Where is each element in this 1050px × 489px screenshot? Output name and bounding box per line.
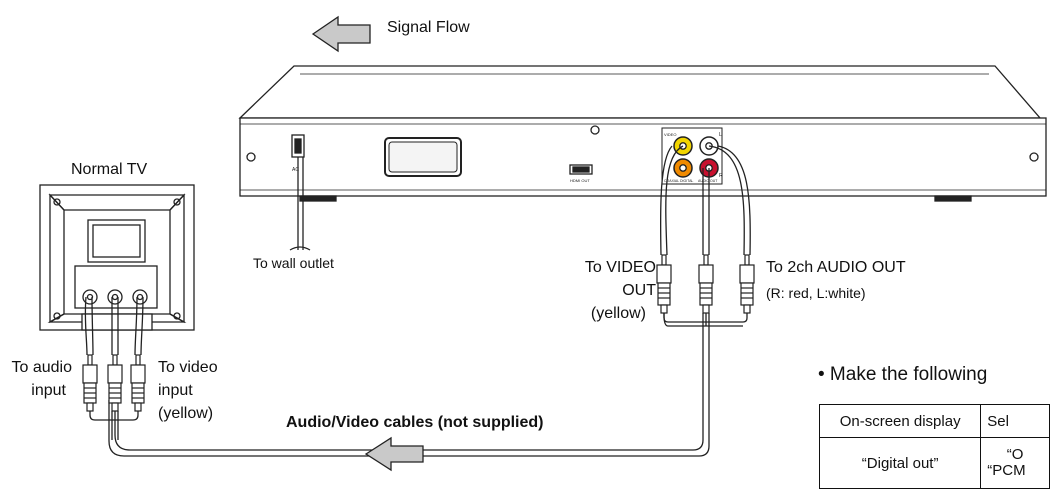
tv-bundle (89, 411, 139, 440)
cables-label: Audio/Video cables (not supplied) (286, 414, 544, 431)
diagram-canvas: AC HDMI OUT VIDEO COAXIAL DIGITAL AUDIO … (39, 15, 1047, 472)
signal-flow-arrow-icon (311, 15, 371, 53)
connection-diagram: AC HDMI OUT VIDEO COAXIAL DIGITAL AUDIO … (11, 15, 1050, 489)
dvd-player-rear (238, 65, 1047, 202)
table-cell-options: “O “PCM (980, 437, 1050, 489)
option-line-2: “PCM (987, 462, 1026, 479)
tv-rear (39, 184, 195, 331)
audio-r-label: R (719, 173, 723, 179)
signal-flow-label: Signal Flow (387, 19, 470, 36)
digital-jack-label: COAXIAL DIGITAL (664, 179, 693, 183)
audio-out-label: AUDIO OUT (698, 179, 718, 183)
normal-tv-label: Normal TV (71, 161, 148, 178)
power-cord (289, 157, 311, 251)
to-audio-out-label-2: (R: red, L:white) (766, 285, 866, 301)
make-following-note: • Make the following (818, 364, 988, 385)
cable-flow-arrow-icon (364, 436, 424, 472)
dvd-cables (659, 145, 751, 256)
dvd-side-plugs (656, 254, 755, 314)
table-row: “Digital out” “O “PCM (818, 437, 1050, 489)
to-video-out-label-2: OUT (622, 282, 656, 299)
video-jack-label: VIDEO (664, 132, 676, 137)
table-row: On-screen display Sel (818, 404, 1050, 438)
to-video-input-label-1: To video (158, 359, 218, 376)
hdmi-out-label: HDMI OUT (570, 178, 590, 183)
to-video-out-label-1: To VIDEO (584, 259, 656, 276)
ac-label: AC (292, 167, 299, 173)
to-audio-input-label-2: input (31, 382, 66, 399)
audio-l-label: L (719, 132, 722, 138)
option-line-1: “O (1006, 446, 1024, 463)
dvd-bundle (108, 313, 748, 457)
to-wall-outlet-label: To wall outlet (253, 255, 334, 271)
to-video-input-label-3: (yellow) (158, 405, 214, 422)
settings-table: On-screen display Sel “Digital out” “O “… (818, 404, 1050, 489)
to-audio-input-label-1: To audio (11, 359, 73, 376)
to-video-out-label-3: (yellow) (590, 305, 646, 322)
to-audio-out-label-1: To 2ch AUDIO OUT (766, 259, 906, 276)
tv-cables (84, 296, 144, 356)
tv-side-plugs (82, 354, 146, 412)
table-cell-digital-out: “Digital out” (818, 437, 982, 489)
table-header-display: On-screen display (818, 404, 982, 438)
to-video-input-label-2: input (158, 382, 193, 399)
table-header-select: Sel (980, 404, 1050, 438)
